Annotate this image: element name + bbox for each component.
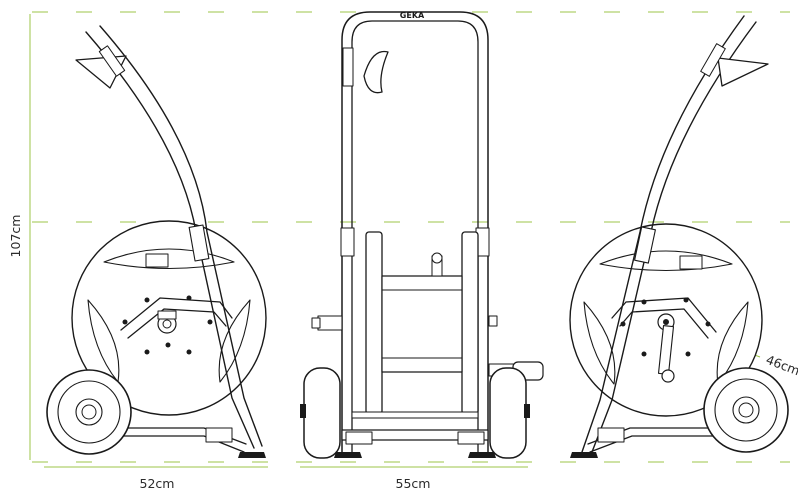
left-wheel-hub [75,398,103,426]
front-connector-tip [311,317,321,329]
left-drum-top-cutout [103,248,235,270]
front-left-wheel-cap [300,404,306,418]
left-upright-clamp [188,224,210,262]
front-drum-right-flange [461,231,479,415]
left-drum-right-cutout [218,299,251,383]
right-wheel-axle [738,402,754,418]
front-width-label: 55cm [396,476,431,491]
front-handle-inner [351,20,479,453]
rivet [683,297,689,303]
left-wheel-axle [81,404,97,420]
front-left-foot [334,452,362,458]
right-hook-bracket [700,43,726,77]
right-wheel-rim [714,378,778,442]
rivet [620,321,626,327]
rivet [144,297,150,303]
rivet [165,342,171,348]
rivet [641,299,647,305]
rivet [641,351,647,357]
right-wheel-hub [732,396,760,424]
front-handle-outer [341,11,489,453]
side-width-label: 52cm [140,476,175,491]
front-drum-core [381,275,463,373]
right-foot [570,452,598,458]
left-side-view [46,25,267,458]
rivet [122,319,128,325]
rivet [685,351,691,357]
left-drum-handle-slot [145,253,169,268]
front-view: GEKA [300,11,544,459]
left-wheel-rim [57,380,121,444]
front-left-base-bracket [345,431,373,445]
front-base-bar [341,429,489,441]
front-drum-left-flange [365,231,383,415]
guide-lines [32,11,790,463]
front-logo: GEKA [400,11,425,20]
right-frame-arm [611,297,717,333]
right-side-view [569,15,789,458]
height-label: 107cm [8,215,23,258]
left-foot [238,452,266,458]
front-left-clamp [340,227,355,257]
front-hose-hook [363,50,389,94]
right-drum-rivets [620,297,711,357]
front-right-base-bracket [457,431,485,445]
rivet [144,349,150,355]
left-base-bracket [205,427,233,443]
front-crank-pivot [488,315,498,327]
front-left-wheel [303,367,341,459]
left-drum-rivets [122,295,213,355]
right-hose-hook [717,57,769,87]
left-hub-clamp [157,310,177,320]
right-drum-left-cutout [583,301,616,385]
left-hub-center [162,319,172,329]
rivet [207,319,213,325]
rivet [186,349,192,355]
front-axle-bar [351,411,479,419]
front-right-wheel-cap [524,404,530,418]
right-upright-inner [591,21,757,453]
rivet [186,295,192,301]
left-upright-inner [99,25,263,447]
right-base-bracket [597,427,625,443]
right-crank-center [663,319,669,325]
front-right-foot [468,452,496,458]
left-frame-arm-inner [127,308,227,339]
right-base-bar-lower [589,435,721,453]
right-frame-arm-inner [619,308,709,339]
right-crank-knob [661,369,675,383]
front-hook-bracket [342,47,354,87]
left-base-bar-lower [95,435,245,453]
right-upright-clamp [634,226,656,264]
left-wheel-tyre [46,369,132,455]
front-top-knob [431,252,443,264]
right-drum-handle-slot [679,255,703,270]
left-hook-bracket [98,45,126,77]
right-wheel-tyre [703,367,789,453]
rivet [705,321,711,327]
front-right-wheel [489,367,527,459]
front-hose-connector [317,315,343,331]
